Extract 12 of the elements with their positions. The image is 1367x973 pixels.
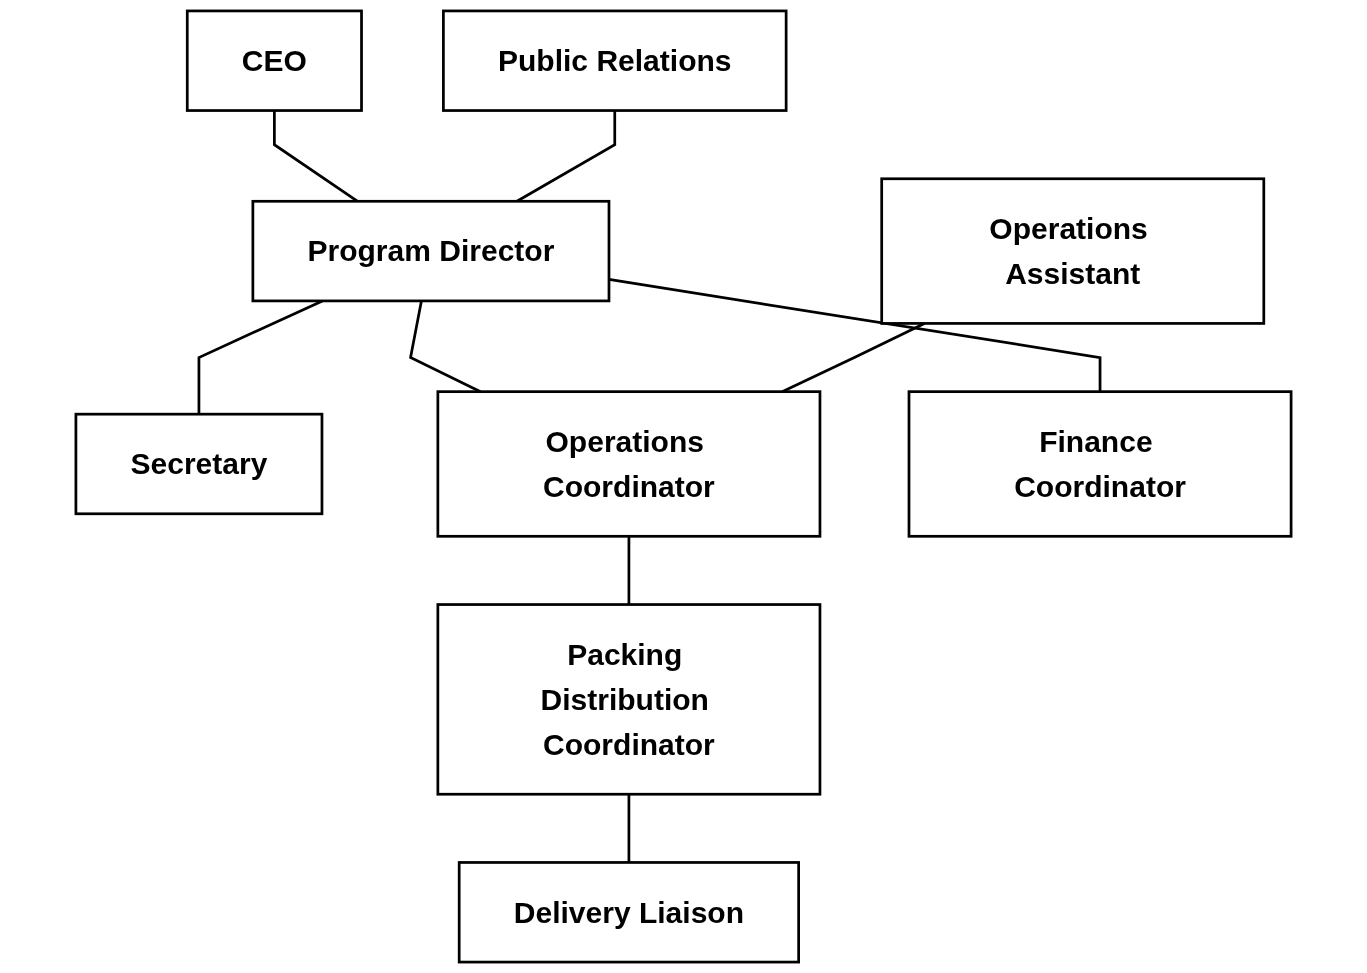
- node-box: Operations Coordinator: [436, 390, 822, 538]
- node-box: Public Relations: [442, 9, 788, 112]
- connector: [608, 278, 1102, 392]
- node-box: Finance Coordinator: [907, 390, 1293, 538]
- connector: [627, 536, 631, 605]
- node-box: CEO: [185, 9, 363, 112]
- node-box: Delivery Liaison: [457, 861, 800, 964]
- node-box: Packing Distribution Coordinator: [436, 603, 822, 796]
- node-box: Program Director: [251, 199, 611, 303]
- node-box: Operations Assistant: [880, 177, 1266, 325]
- connector: [627, 794, 631, 863]
- node-box: Secretary: [74, 412, 324, 516]
